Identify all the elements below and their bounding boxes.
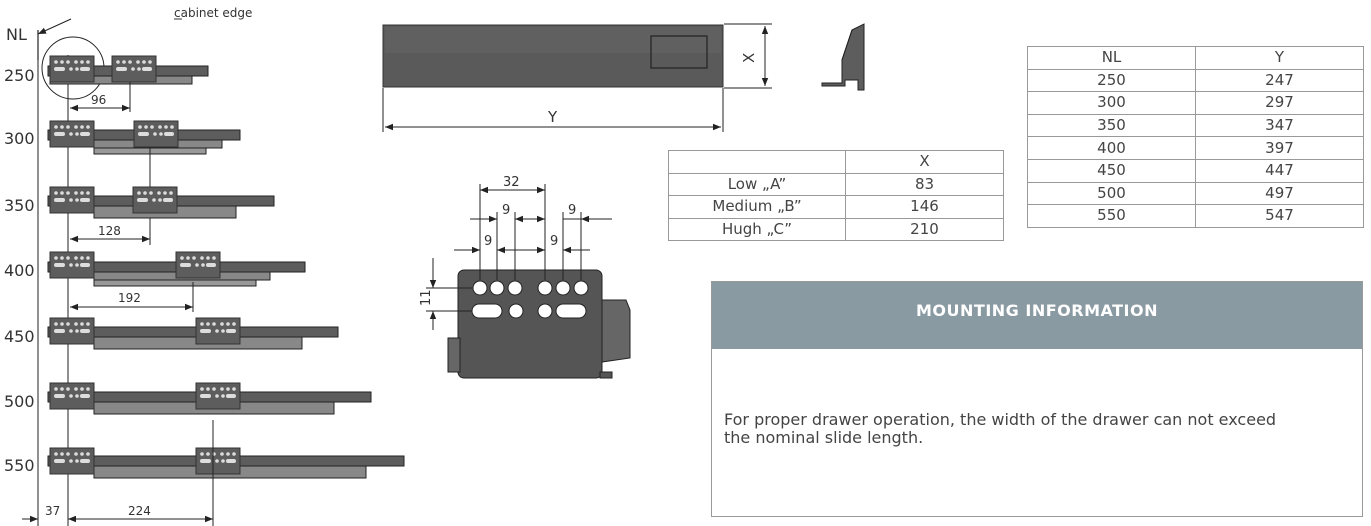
- nl-label: NL: [6, 25, 27, 44]
- hole-pattern: 32 9 9 9 9 11: [419, 175, 631, 379]
- table-cell: Medium „B”: [668, 195, 846, 219]
- dim-192: 192: [118, 291, 141, 305]
- table-ny-header-nl: NL: [1027, 46, 1196, 70]
- dim-9-a: 9: [502, 203, 510, 218]
- table-cell: 550: [1027, 204, 1196, 228]
- table-cell: 146: [845, 195, 1004, 219]
- table-cell: 447: [1195, 158, 1364, 183]
- table-row: Hugh „C” 210: [668, 217, 1004, 242]
- table-cell: 347: [1195, 113, 1364, 138]
- dim-96: 96: [91, 93, 106, 107]
- slide-stack: NL cabinet edge 250 96 300 350: [4, 6, 405, 526]
- mounting-info-title: MOUNTING INFORMATION: [712, 282, 1362, 349]
- table-x-header-x: X: [845, 150, 1004, 174]
- table-x-header-label: [668, 150, 846, 174]
- nl-400: 400: [4, 261, 35, 280]
- dim-9-c: 9: [484, 234, 492, 249]
- dim-224: 224: [128, 504, 151, 518]
- table-cell: 250: [1027, 68, 1196, 93]
- table-cell: Hugh „C”: [668, 217, 846, 242]
- table-cell: 210: [845, 217, 1004, 242]
- mounting-info-panel: MOUNTING INFORMATION For proper drawer o…: [711, 281, 1363, 517]
- y-label: Y: [547, 108, 558, 126]
- dim-128: 128: [98, 224, 121, 238]
- table-cell: 547: [1195, 204, 1364, 228]
- table-cell: 497: [1195, 181, 1364, 206]
- nl-450: 450: [4, 327, 35, 346]
- cabinet-edge-label: cabinet edge: [174, 6, 252, 20]
- table-cell: 247: [1195, 68, 1364, 93]
- nl-300: 300: [4, 129, 35, 148]
- table-cell: Low „A”: [668, 172, 846, 197]
- height-table: X Low „A” 83 Medium „B” 146 Hugh „C” 210: [668, 150, 1004, 242]
- x-label: X: [740, 53, 758, 63]
- table-ny-header-y: Y: [1195, 46, 1364, 70]
- table-cell: 297: [1195, 91, 1364, 115]
- table-cell: 350: [1027, 113, 1196, 138]
- table-cell: 83: [845, 172, 1004, 197]
- nl-250: 250: [4, 66, 35, 85]
- table-cell: 300: [1027, 91, 1196, 115]
- dim-9-b: 9: [568, 203, 576, 218]
- dim-9-d: 9: [550, 234, 558, 249]
- table-row: Medium „B” 146: [668, 195, 1004, 219]
- nl-550: 550: [4, 456, 35, 475]
- table-row: Low „A” 83: [668, 172, 1004, 197]
- drawer-side-view: Y X: [382, 23, 772, 132]
- nl-500: 500: [4, 392, 35, 411]
- dim-37: 37: [45, 504, 60, 518]
- table-cell: 400: [1027, 136, 1196, 160]
- dim-32: 32: [503, 175, 520, 190]
- table-cell: 450: [1027, 158, 1196, 183]
- table-cell: 500: [1027, 181, 1196, 206]
- nl-350: 350: [4, 196, 35, 215]
- table-cell: 397: [1195, 136, 1364, 160]
- mounting-info-text: For proper drawer operation, the width o…: [724, 410, 1277, 447]
- dim-11: 11: [419, 289, 434, 306]
- profile-cross-section: [821, 23, 865, 91]
